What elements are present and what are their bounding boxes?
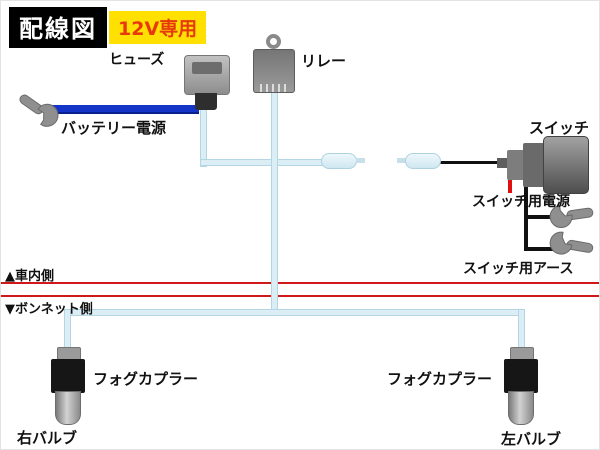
- cabin-side-label: ▲車内側: [5, 269, 54, 284]
- bulb-left-component: [508, 391, 534, 425]
- title-badge-12v: 12V専用: [109, 11, 207, 44]
- switch-lead-wire: [440, 161, 500, 164]
- switch-step1: [507, 150, 525, 180]
- battery-power-label: バッテリー電源: [61, 119, 167, 137]
- switch-power-wire: [508, 179, 512, 193]
- ground-branch-bottom: [524, 247, 556, 251]
- harness-wire-lower-horizontal: [64, 309, 525, 316]
- bulb-left-label: 左バルブ: [501, 430, 562, 448]
- bonnet-divider-line: [1, 295, 599, 297]
- title-text: 配線図: [9, 7, 107, 48]
- bulb-right-label: 右バルブ: [17, 429, 78, 447]
- battery-wrench-icon: [13, 87, 63, 132]
- fog-coupler-left-body: [51, 359, 85, 393]
- bullet-connector-right: [405, 153, 441, 169]
- bullet-connector-right-pin: [397, 158, 406, 163]
- cabin-divider-line: [1, 282, 599, 284]
- switch-nub: [497, 158, 509, 168]
- fuse-label: ヒューズ: [109, 52, 165, 68]
- switch-component: [543, 136, 589, 194]
- switch-step2: [523, 143, 545, 187]
- fuse-base: [195, 93, 217, 110]
- fuse-window: [192, 62, 222, 74]
- ground-branch-top: [524, 215, 556, 219]
- bonnet-side-label: ▼ボンネット側: [5, 302, 93, 317]
- bullet-connector-left: [321, 153, 357, 169]
- switch-label: スイッチ: [529, 119, 590, 137]
- battery-wire: [49, 105, 199, 114]
- bulb-right-component: [55, 391, 81, 425]
- harness-wire-trunk: [271, 92, 278, 316]
- bullet-connector-left-pin: [356, 158, 365, 163]
- relay-label: リレー: [301, 52, 347, 70]
- fuse-component: [184, 55, 230, 95]
- fog-coupler-left-label: フォグカプラー: [93, 370, 199, 388]
- switch-power-label: スイッチ用電源: [472, 194, 570, 210]
- relay-pins: [260, 84, 288, 92]
- fog-coupler-right-body: [504, 359, 538, 393]
- relay-mount-ring: [266, 34, 281, 49]
- switch-ground-label: スイッチ用アース: [463, 261, 574, 277]
- page-title: 配線図 12V専用: [9, 7, 207, 48]
- harness-wire-top-horizontal: [200, 159, 325, 166]
- fog-coupler-right-label: フォグカプラー: [387, 370, 493, 388]
